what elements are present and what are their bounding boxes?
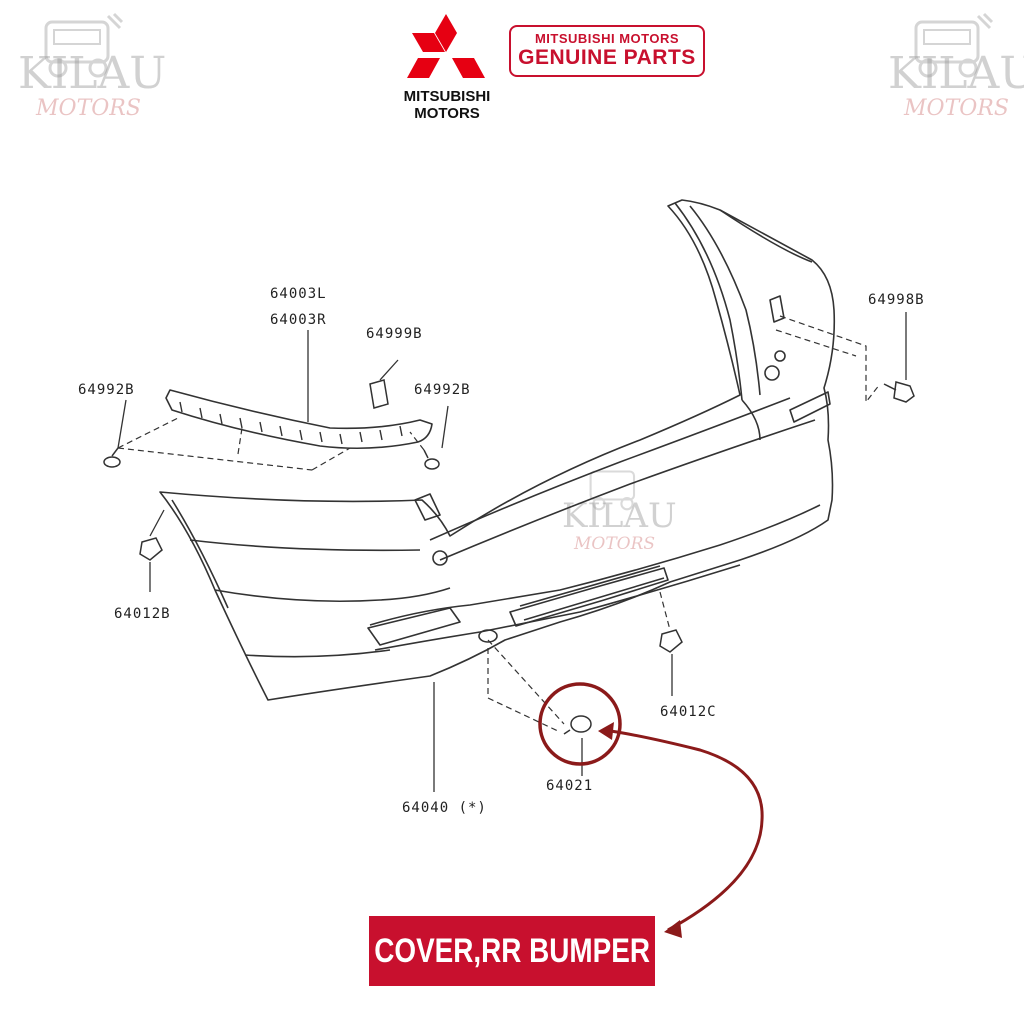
logo-diamond-bottom-left: [407, 58, 440, 78]
screw-64992B-right: [423, 449, 440, 470]
genuine-badge-line1: MITSUBISHI MOTORS: [534, 31, 680, 46]
brand-name-line1: MITSUBISHI: [403, 88, 491, 105]
bracket-64003: [165, 389, 433, 450]
cover-rr-bumper-label: COVER,RR BUMPER: [374, 931, 650, 970]
screw-64992B-left: [103, 447, 121, 468]
label-64040: 64040 (*): [402, 800, 487, 816]
label-64003R: 64003R: [270, 312, 327, 328]
label-64021: 64021: [546, 778, 594, 794]
logo-diamond-bottom-right: [452, 58, 485, 78]
logo-diamond-left: [412, 33, 445, 52]
watermark-jeep-icon-left: [44, 12, 124, 78]
logo-diamond-top: [435, 14, 457, 52]
label-64003L: 64003L: [270, 286, 327, 302]
mitsubishi-logo-icon: [407, 14, 485, 78]
highlight-circle: [538, 682, 622, 766]
label-64998B: 64998B: [868, 292, 925, 308]
watermark-subtext-right: MOTORS: [904, 96, 1009, 121]
label-64012B: 64012B: [114, 606, 171, 622]
highlight-arrow: [603, 728, 764, 932]
watermark-subtext-left: MOTORS: [36, 96, 141, 121]
watermark-subtext-center: MOTORS: [574, 534, 656, 554]
bumper-cover-64040: [159, 199, 836, 701]
genuine-parts-badge: MITSUBISHI MOTORS GENUINE PARTS: [509, 25, 705, 77]
brand-name: MITSUBISHI MOTORS: [392, 88, 502, 122]
cover-64021: [570, 715, 592, 733]
bolt-64998B: [883, 381, 915, 403]
cover-rr-bumper-banner: COVER,RR BUMPER: [369, 916, 655, 986]
watermark-jeep-icon-center: [589, 470, 636, 511]
watermark-text-right: KILAU: [888, 48, 1024, 99]
label-64992B-left: 64992B: [78, 382, 135, 398]
watermark-jeep-icon-right: [914, 12, 994, 78]
arrow-head-upper: [598, 722, 614, 740]
genuine-badge-line2: GENUINE PARTS: [518, 46, 696, 69]
watermark-text-left: KILAU: [18, 48, 167, 99]
clip-64012C: [659, 629, 683, 653]
arrow-head-lower: [664, 920, 682, 938]
label-64999B: 64999B: [366, 326, 423, 342]
label-64992B-right: 64992B: [414, 382, 471, 398]
label-64012C: 64012C: [660, 704, 717, 720]
clip-64012B: [139, 537, 163, 561]
clip-64999B: [369, 379, 389, 409]
brand-name-line2: MOTORS: [414, 105, 480, 122]
